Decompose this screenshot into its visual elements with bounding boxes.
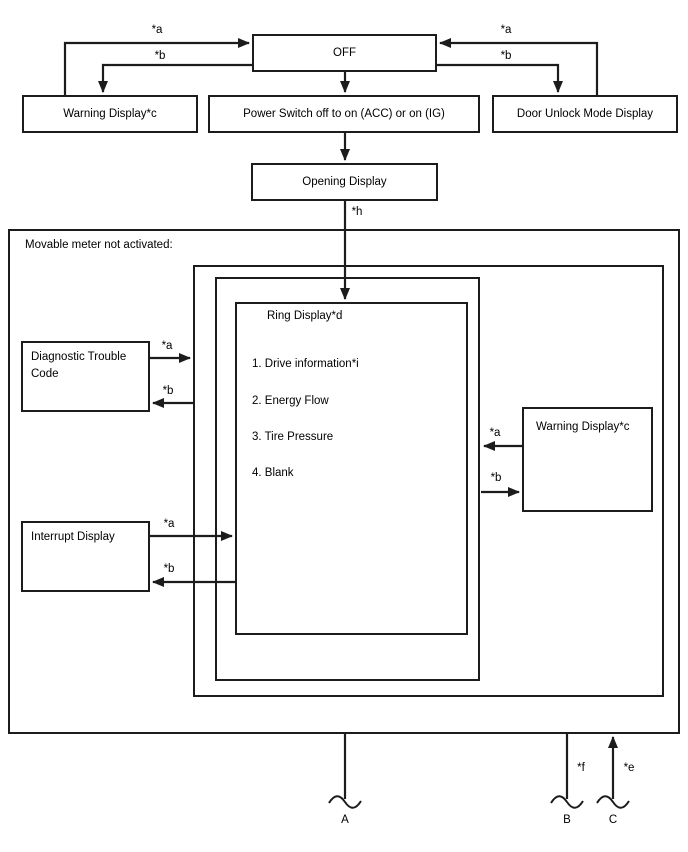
edge-label-b-warning-right: *b [490, 472, 502, 484]
node-off: OFF [252, 34, 437, 72]
ring-item-tire-pressure: 3. Tire Pressure [252, 431, 334, 443]
connector-label-a: A [341, 814, 349, 826]
arrow-b-off-to-warning [98, 63, 252, 93]
ring-display-title: Ring Display*d [267, 310, 343, 322]
nested-frame-outer [193, 265, 664, 697]
edge-label-h-opening-to-ring: *h [351, 206, 363, 218]
node-power-switch: Power Switch off to on (ACC) or on (IG) [208, 95, 480, 133]
arrow-b-off-to-door [437, 63, 563, 93]
node-warning-display-right: Warning Display*c [522, 407, 653, 512]
edge-label-b-off-to-door: *b [500, 50, 512, 62]
connector-label-b: B [563, 814, 571, 826]
edge-label-a-interrupt: *a [163, 518, 175, 530]
container-label: Movable meter not activated: [25, 239, 173, 251]
connector-label-c: C [608, 814, 618, 826]
break-squiggle-a [328, 795, 362, 809]
ring-display-box [235, 302, 468, 635]
edge-label-e-connector-c: *e [623, 762, 635, 774]
edge-label-a-warning-to-off: *a [151, 24, 163, 36]
edge-label-a-door-to-off: *a [500, 24, 512, 36]
edge-label-b-off-to-warning: *b [154, 50, 166, 62]
nested-frame-inner [215, 277, 480, 681]
edge-label-b-interrupt: *b [163, 563, 175, 575]
ring-item-drive-information: 1. Drive information*i [252, 358, 359, 370]
node-warning-display-top: Warning Display*c [22, 95, 198, 133]
ring-item-blank: 4. Blank [252, 467, 294, 479]
node-interrupt-display: Interrupt Display [21, 521, 150, 592]
node-opening-display: Opening Display [251, 163, 438, 201]
edge-label-a-warning-right: *a [489, 427, 501, 439]
edge-label-a-dtc: *a [161, 340, 173, 352]
arrow-a-door-to-off [439, 38, 599, 95]
edge-label-b-dtc: *b [162, 385, 174, 397]
edge-label-f-connector-b: *f [577, 762, 585, 774]
node-diagnostic-trouble-code: Diagnostic Trouble Code [21, 341, 150, 412]
break-squiggle-c [596, 795, 630, 809]
node-door-unlock-mode: Door Unlock Mode Display [492, 95, 678, 133]
ring-item-energy-flow: 2. Energy Flow [252, 395, 329, 407]
break-squiggle-b [550, 795, 584, 809]
